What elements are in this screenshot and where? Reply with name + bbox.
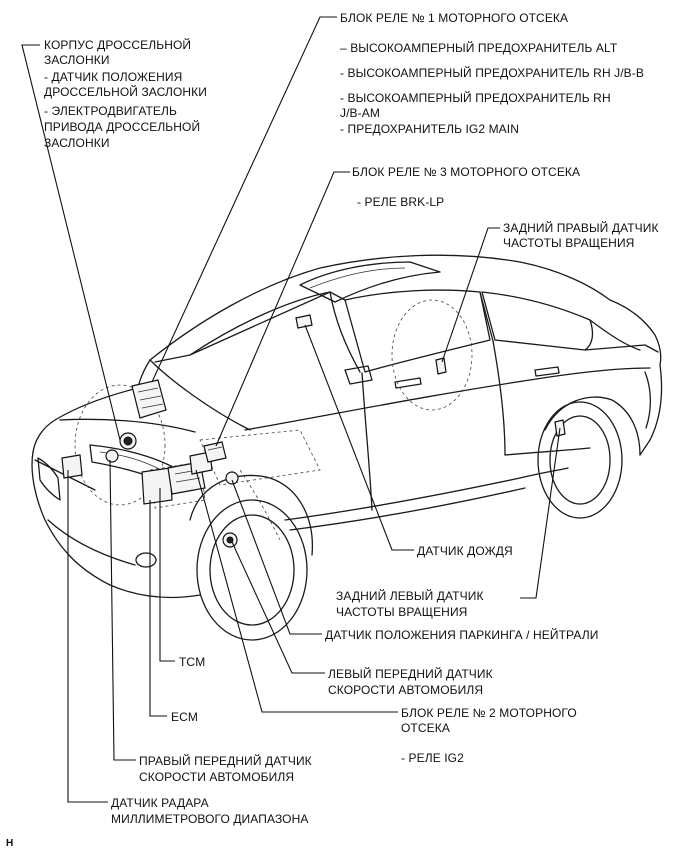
rear-right-speed-sensor-part — [435, 357, 447, 375]
relay-block-1-item-alt: – ВЫСОКОАМПЕРНЫЙ ПРЕДОХРАНИТЕЛЬ ALT — [340, 41, 618, 55]
rear-left-speed-sensor-b: ЧАСТОТЫ ВРАЩЕНИЯ — [336, 605, 468, 619]
throttle-body-title-b: ЗАСЛОНКИ — [44, 53, 110, 67]
relay-block-1-item-rh-b: J/B-AM — [340, 106, 380, 120]
relay-block-1 — [131, 379, 167, 419]
ecm-label: ECM — [171, 710, 198, 724]
throttle-body-item2b: ПРИВОДА ДРОССЕЛЬНОЙ — [44, 120, 201, 134]
hidden-components — [74, 299, 473, 541]
front-left-speed-sensor-part — [222, 532, 238, 548]
throttle-body-item1a: - ДАТЧИК ПОЛОЖЕНИЯ — [44, 70, 183, 84]
radar-sensor-b: МИЛЛИМЕТРОВОГО ДИАПАЗОНА — [111, 812, 309, 826]
radar-sensor-a: ДАТЧИК РАДАРА — [111, 796, 209, 810]
front-right-speed-sensor-part — [105, 449, 119, 463]
relay-block-1-item-rh-jb-b: - ВЫСОКОАМПЕРНЫЙ ПРЕДОХРАНИТЕЛЬ RH J/B-B — [340, 66, 644, 80]
relay-block-2-title-a: БЛОК РЕЛЕ № 2 МОТОРНОГО — [401, 706, 577, 720]
throttle-body-item1b: ДРОССЕЛЬНОЙ ЗАСЛОНКИ — [44, 85, 207, 99]
radar-sensor-part — [61, 454, 83, 479]
park-neutral-sensor-label: ДАТЧИК ПОЛОЖЕНИЯ ПАРКИНГА / НЕЙТРАЛИ — [325, 628, 599, 642]
rear-left-speed-sensor-a: ЗАДНИЙ ЛЕВЫЙ ДАТЧИК — [336, 589, 484, 603]
front-left-speed-sensor-a: ЛЕВЫЙ ПЕРЕДНИЙ ДАТЧИК — [328, 667, 493, 681]
relay-block-3-item: - РЕЛЕ BRK-LP — [357, 195, 445, 209]
relay-block-2-title-b: ОТСЕКА — [401, 721, 450, 735]
rear-right-speed-sensor-a: ЗАДНИЙ ПРАВЫЙ ДАТЧИК — [503, 221, 659, 235]
rain-sensor-label: ДАТЧИК ДОЖДЯ — [417, 544, 513, 558]
relay-block-2-item: - РЕЛЕ IG2 — [401, 751, 464, 765]
rain-sensor-part — [295, 314, 313, 329]
throttle-body — [119, 432, 137, 450]
corner-mark: H — [6, 838, 14, 849]
relay-block-1-item-rh-a: - ВЫСОКОАМПЕРНЫЙ ПРЕДОХРАНИТЕЛЬ RH — [340, 91, 611, 105]
park-neutral-sensor-part — [225, 471, 239, 485]
tcm-label: TCM — [179, 655, 206, 669]
leader-lines — [21, 16, 561, 803]
throttle-body-item2c: ЗАСЛОНКИ — [44, 136, 110, 150]
rear-right-speed-sensor-b: ЧАСТОТЫ ВРАЩЕНИЯ — [503, 236, 635, 250]
relay-block-1-title: БЛОК РЕЛЕ № 1 МОТОРНОГО ОТСЕКА — [340, 11, 569, 25]
front-right-speed-sensor-b: СКОРОСТИ АВТОМОБИЛЯ — [139, 770, 295, 784]
throttle-body-title-a: КОРПУС ДРОССЕЛЬНОЙ — [44, 38, 192, 52]
relay-block-3-title: БЛОК РЕЛЕ № 3 МОТОРНОГО ОТСЕКА — [352, 165, 581, 179]
ecm-part — [141, 467, 173, 505]
front-right-speed-sensor-a: ПРАВЫЙ ПЕРЕДНИЙ ДАТЧИК — [139, 754, 312, 768]
throttle-body-item2a: - ЭЛЕКТРОДВИГАТЕЛЬ — [44, 104, 177, 118]
relay-block-1-item-ig2-main: - ПРЕДОХРАНИТЕЛЬ IG2 MAIN — [340, 122, 519, 136]
car-body — [31, 254, 663, 641]
relay-block-3 — [203, 441, 227, 463]
front-left-speed-sensor-b: СКОРОСТИ АВТОМОБИЛЯ — [328, 683, 484, 697]
